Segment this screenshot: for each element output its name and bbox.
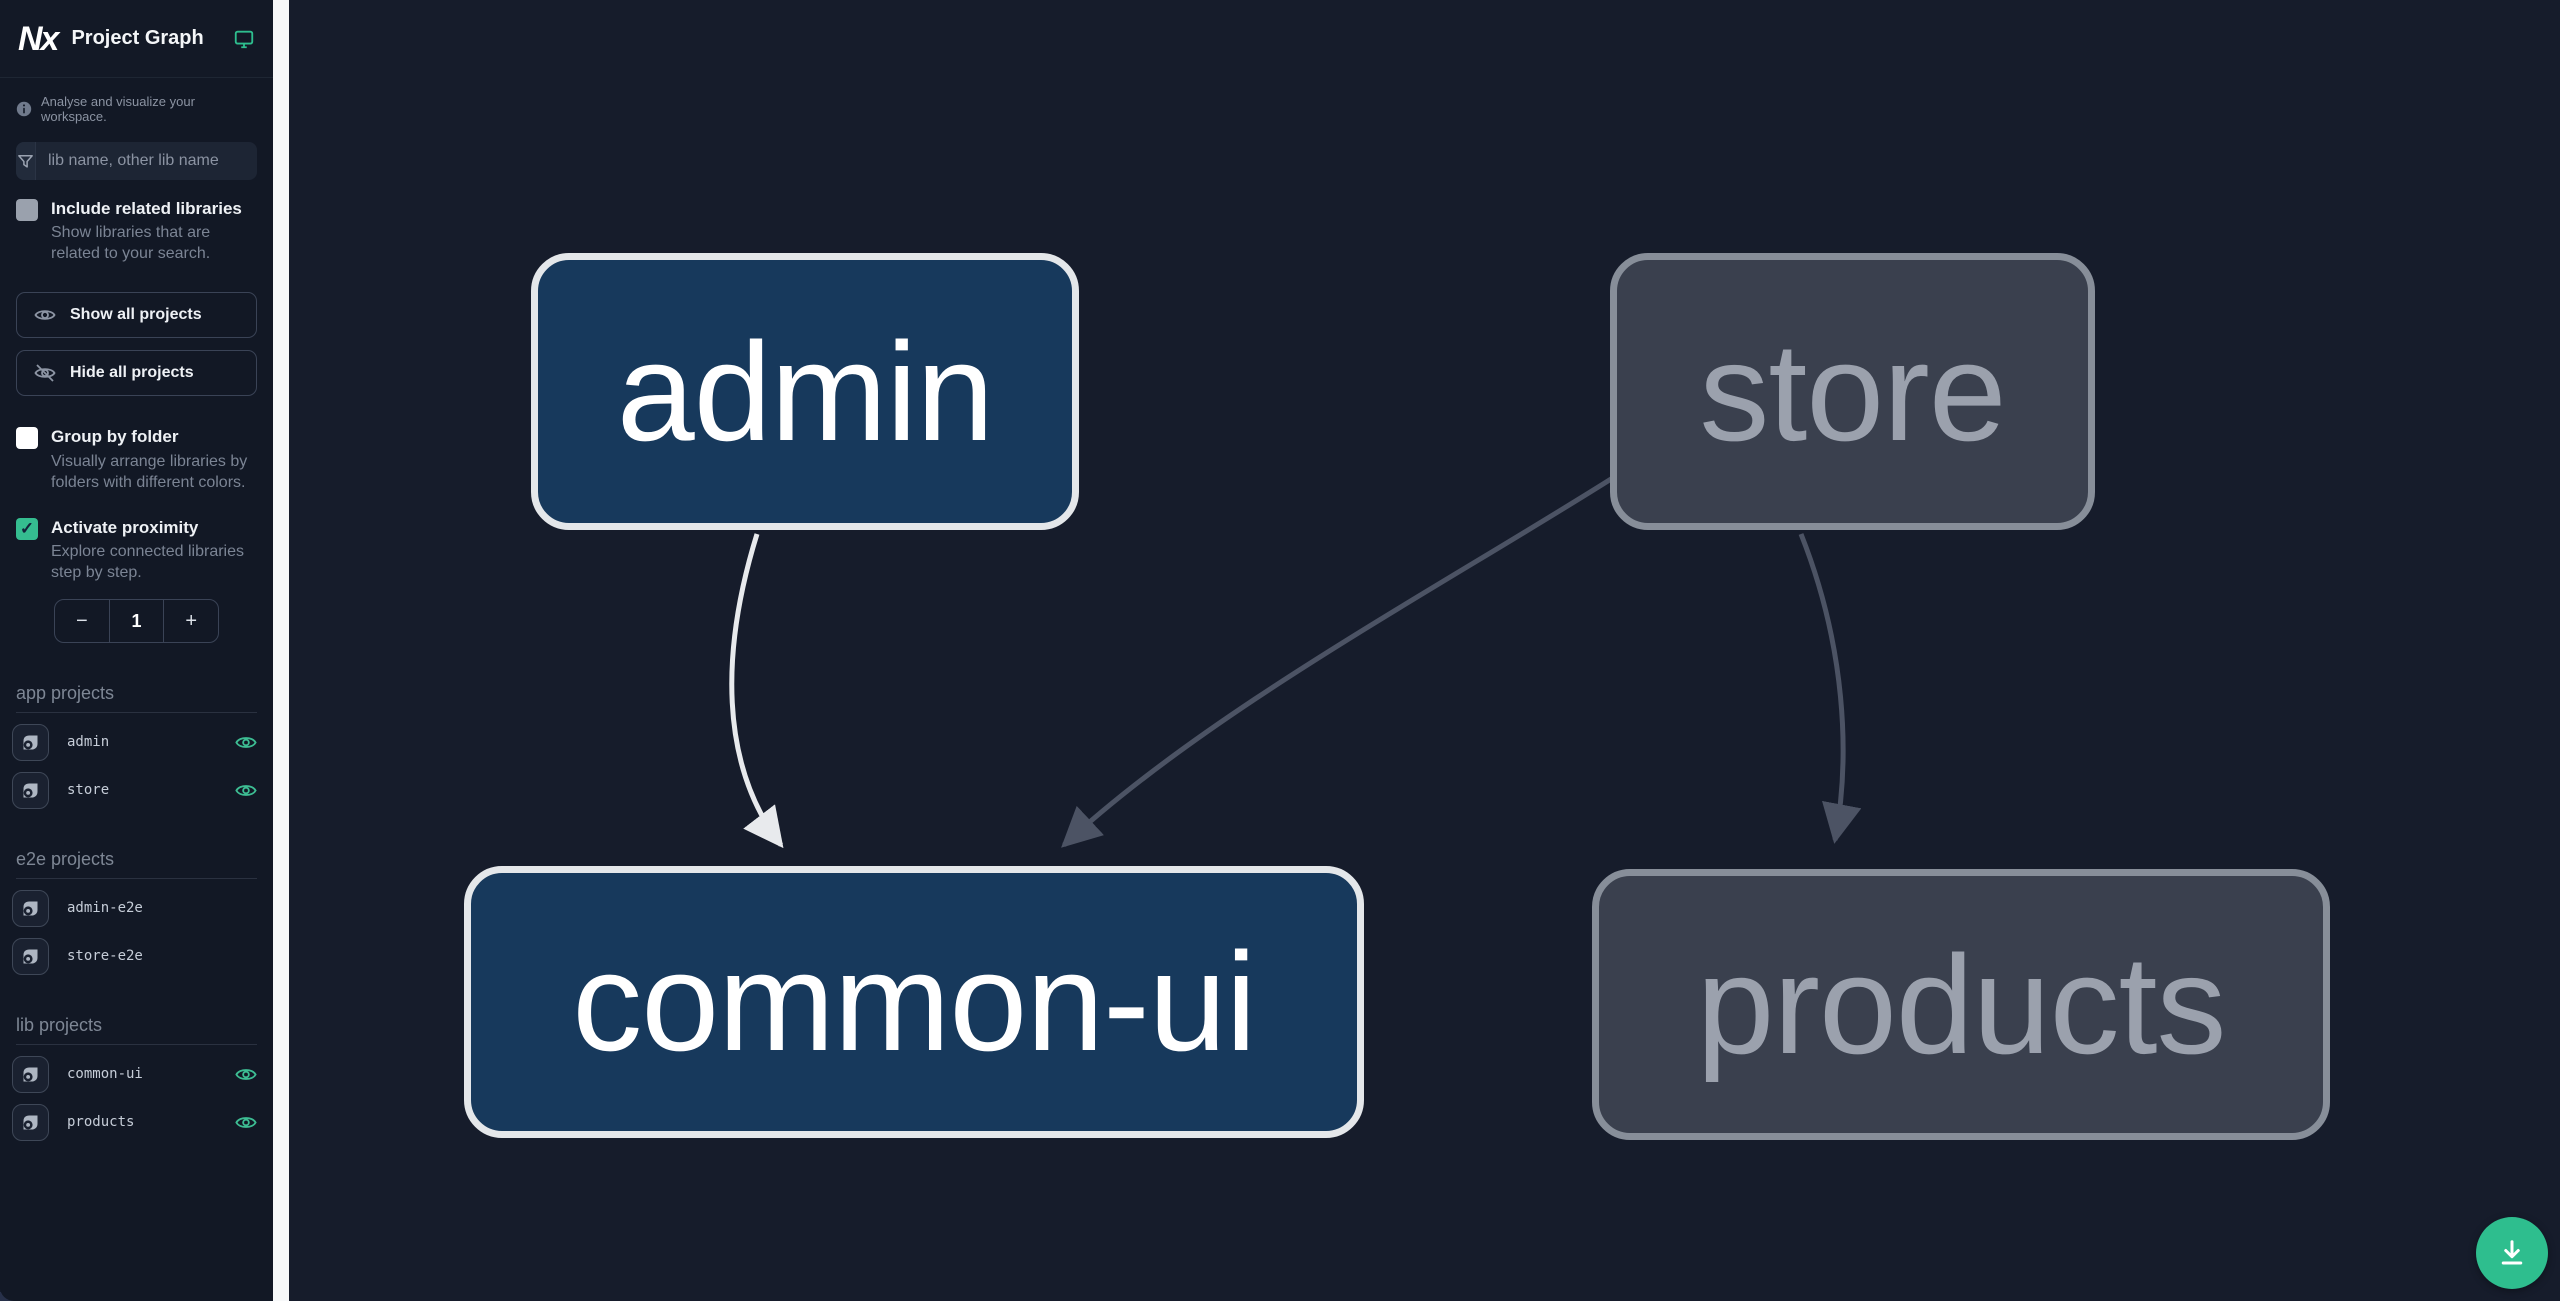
focus-project-button[interactable] bbox=[12, 1103, 49, 1141]
include-related-label: Include related libraries bbox=[51, 199, 242, 218]
section-app-projects: app projects bbox=[16, 683, 257, 714]
activate-proximity-description: Explore connected libraries step by step… bbox=[51, 543, 244, 582]
nx-logo: Nx bbox=[18, 19, 59, 58]
section-e2e-projects: e2e projects bbox=[16, 849, 257, 880]
graph-edges bbox=[729, 471, 1862, 849]
edge-admin-to-common-ui[interactable] bbox=[729, 533, 784, 849]
visibility-eye-icon[interactable] bbox=[235, 783, 257, 798]
node-store-label: store bbox=[1699, 312, 2006, 470]
search-input[interactable] bbox=[36, 142, 257, 180]
graph-canvas[interactable]: admin store common-ui products bbox=[289, 0, 2560, 1301]
proximity-depth-value: 1 bbox=[108, 600, 164, 643]
visibility-eye-icon[interactable] bbox=[235, 1115, 257, 1130]
node-common-ui[interactable]: common-ui bbox=[464, 866, 1364, 1138]
decrement-button[interactable]: − bbox=[75, 609, 88, 632]
section-lib-projects: lib projects bbox=[16, 1015, 257, 1046]
activate-proximity-label: Activate proximity bbox=[51, 517, 199, 537]
project-name[interactable]: products bbox=[67, 1114, 135, 1131]
focus-icon bbox=[23, 1115, 38, 1130]
group-by-folder-description: Visually arrange libraries by folders wi… bbox=[51, 452, 248, 491]
project-name[interactable]: admin bbox=[67, 734, 110, 751]
filter-search bbox=[16, 142, 257, 180]
filter-icon-cell bbox=[16, 142, 36, 180]
focus-project-button[interactable] bbox=[12, 1055, 49, 1093]
node-admin[interactable]: admin bbox=[531, 253, 1079, 530]
focus-project-button[interactable] bbox=[12, 889, 49, 927]
info-icon bbox=[16, 101, 32, 117]
show-all-projects-label: Show all projects bbox=[70, 306, 202, 324]
activate-proximity-checkbox[interactable]: ✓ bbox=[16, 517, 38, 540]
project-item-store: store bbox=[12, 771, 257, 809]
edge-store-to-products[interactable] bbox=[1798, 533, 1862, 844]
focus-project-button[interactable] bbox=[12, 723, 49, 761]
activate-proximity-option: ✓ Activate proximity Explore connected l… bbox=[16, 517, 257, 583]
include-related-option: Include related libraries Show libraries… bbox=[16, 198, 257, 264]
focus-icon bbox=[23, 949, 38, 964]
increment-button[interactable]: + bbox=[163, 600, 218, 643]
project-name[interactable]: admin-e2e bbox=[67, 900, 143, 917]
include-related-checkbox[interactable] bbox=[16, 199, 38, 221]
node-common-ui-label: common-ui bbox=[572, 923, 1256, 1080]
eye-icon bbox=[34, 310, 56, 321]
eye-slash-icon bbox=[34, 364, 56, 383]
node-admin-label: admin bbox=[616, 312, 994, 470]
download-icon bbox=[2501, 1240, 2523, 1265]
include-related-description: Show libraries that are related to your … bbox=[51, 224, 211, 263]
focus-icon bbox=[23, 1067, 38, 1082]
node-products-label: products bbox=[1696, 925, 2227, 1083]
proximity-depth-stepper: − 1 + bbox=[54, 599, 219, 644]
project-name[interactable]: store bbox=[67, 782, 110, 799]
funnel-icon bbox=[18, 154, 33, 168]
workspace-info-row: Analyse and visualize your workspace. bbox=[0, 78, 273, 130]
hide-all-projects-label: Hide all projects bbox=[70, 364, 194, 382]
focus-icon bbox=[23, 901, 38, 916]
focus-project-button[interactable] bbox=[12, 771, 49, 809]
group-by-folder-option: Group by folder Visually arrange librari… bbox=[16, 426, 257, 492]
sidebar: Nx Project Graph Analyse and visualize y… bbox=[0, 0, 273, 1301]
sidebar-resize-handle[interactable] bbox=[273, 0, 289, 1301]
show-all-projects-button[interactable]: Show all projects bbox=[16, 292, 257, 339]
group-by-folder-checkbox[interactable] bbox=[16, 427, 38, 450]
group-by-folder-label: Group by folder bbox=[51, 427, 179, 447]
download-image-button[interactable] bbox=[2476, 1217, 2548, 1289]
app-title: Project Graph bbox=[71, 27, 204, 49]
edge-store-to-common-ui[interactable] bbox=[1061, 471, 1621, 848]
visibility-eye-icon[interactable] bbox=[235, 735, 257, 750]
project-item-products: products bbox=[12, 1103, 257, 1141]
project-item-admin-e2e: admin-e2e bbox=[12, 889, 257, 927]
project-item-store-e2e: store-e2e bbox=[12, 937, 257, 975]
project-name[interactable]: store-e2e bbox=[67, 948, 143, 965]
focus-icon bbox=[23, 735, 38, 750]
monitor-icon[interactable] bbox=[233, 28, 255, 50]
node-store[interactable]: store bbox=[1610, 253, 2095, 530]
focus-project-button[interactable] bbox=[12, 937, 49, 975]
visibility-eye-icon[interactable] bbox=[235, 1067, 257, 1082]
focus-icon bbox=[23, 783, 38, 798]
sidebar-header: Nx Project Graph bbox=[0, 0, 273, 78]
project-item-common-ui: common-ui bbox=[12, 1055, 257, 1093]
workspace-info-text: Analyse and visualize your workspace. bbox=[41, 94, 195, 124]
hide-all-projects-button[interactable]: Hide all projects bbox=[16, 350, 257, 397]
project-name[interactable]: common-ui bbox=[67, 1066, 143, 1083]
project-item-admin: admin bbox=[12, 723, 257, 761]
node-products[interactable]: products bbox=[1592, 869, 2330, 1140]
